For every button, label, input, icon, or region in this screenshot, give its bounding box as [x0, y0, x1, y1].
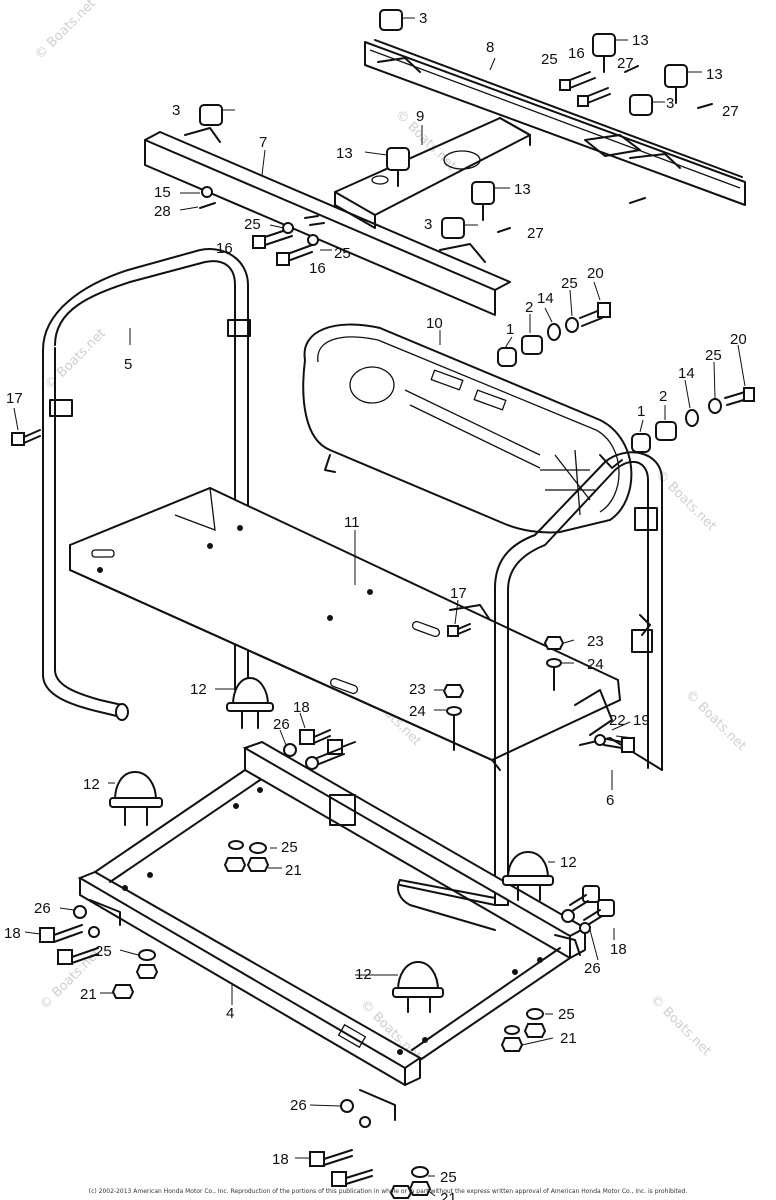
base-plate-11	[69, 486, 622, 771]
callout-25: 25	[95, 943, 112, 960]
callout-22: 22	[609, 712, 626, 729]
callout-3: 3	[172, 102, 180, 119]
callout-28: 28	[154, 203, 171, 220]
fasteners-bottom	[11, 429, 635, 1199]
callout-3: 3	[419, 10, 427, 27]
callout-26: 26	[584, 960, 601, 977]
bottom-frame-4	[77, 740, 588, 1121]
callout-20: 20	[587, 265, 604, 282]
frame-tube-5	[42, 248, 251, 721]
callout-21: 21	[285, 862, 302, 879]
rail-8	[364, 39, 746, 206]
callout-25: 25	[705, 347, 722, 364]
callout-2: 2	[659, 388, 667, 405]
callout-4: 4	[226, 1005, 234, 1022]
callout-26: 26	[290, 1097, 307, 1114]
callout-7: 7	[259, 134, 267, 151]
callout-26: 26	[34, 900, 51, 917]
callout-27: 27	[617, 55, 634, 72]
callout-18: 18	[272, 1151, 289, 1168]
callout-25: 25	[561, 275, 578, 292]
callout-21: 21	[440, 1190, 457, 1200]
callout-9: 9	[416, 108, 424, 125]
callout-18: 18	[293, 699, 310, 716]
callout-labels: 3 3 3 3 8 25 16 13 27 13 27 9 7 13 13 27…	[4, 10, 747, 1200]
callout-17: 17	[450, 585, 467, 602]
callout-27: 27	[527, 225, 544, 242]
callout-5: 5	[124, 356, 132, 373]
fuel-tank-10	[302, 323, 633, 534]
callout-14: 14	[537, 290, 554, 307]
callout-12: 12	[560, 854, 577, 871]
callout-13: 13	[706, 66, 723, 83]
callout-6: 6	[606, 792, 614, 809]
callout-16: 16	[568, 45, 585, 62]
callout-19: 19	[633, 712, 650, 729]
callout-1: 1	[637, 403, 645, 420]
callout-12: 12	[190, 681, 207, 698]
watermark: © Boats.net	[32, 0, 99, 63]
frame-tube-6	[397, 451, 663, 931]
watermark: © Boats.net	[647, 992, 714, 1059]
mount-rubbers-top	[199, 9, 688, 239]
watermark: © Boats.net	[682, 687, 749, 754]
callout-8: 8	[486, 39, 494, 56]
callout-3: 3	[666, 95, 674, 112]
callout-24: 24	[409, 703, 426, 720]
callout-25: 25	[244, 216, 261, 233]
callout-17: 17	[6, 390, 23, 407]
callout-14: 14	[678, 365, 695, 382]
callout-3: 3	[424, 216, 432, 233]
callout-20: 20	[730, 331, 747, 348]
tank-mount-parts	[497, 302, 755, 453]
leader-lines	[13, 17, 746, 1197]
callout-13: 13	[336, 145, 353, 162]
callout-25: 25	[541, 51, 558, 68]
callout-26: 26	[273, 716, 290, 733]
callout-13: 13	[514, 181, 531, 198]
callout-25: 25	[440, 1169, 457, 1186]
callout-24: 24	[587, 656, 604, 673]
callout-10: 10	[426, 315, 443, 332]
callout-21: 21	[560, 1030, 577, 1047]
callout-27: 27	[722, 103, 739, 120]
callout-18: 18	[4, 925, 21, 942]
fasteners-top	[199, 65, 713, 266]
callout-16: 16	[309, 260, 326, 277]
callout-12: 12	[83, 776, 100, 793]
watermark: © Boats.net	[42, 326, 109, 393]
copyright-notice: (c) 2002-2013 American Honda Motor Co., …	[88, 1188, 688, 1195]
vibration-mounts-12	[109, 676, 554, 1013]
callout-23: 23	[409, 681, 426, 698]
callout-11: 11	[344, 514, 360, 531]
callout-25: 25	[558, 1006, 575, 1023]
callout-25: 25	[334, 245, 351, 262]
callout-18: 18	[610, 941, 627, 958]
callout-16: 16	[216, 240, 233, 257]
callout-21: 21	[80, 986, 97, 1003]
mount-plate-9	[334, 117, 531, 229]
callout-13: 13	[632, 32, 649, 49]
callout-12: 12	[355, 966, 372, 983]
rail-7	[144, 127, 511, 316]
callout-1: 1	[506, 321, 514, 338]
callout-2: 2	[525, 299, 533, 316]
callout-15: 15	[154, 184, 171, 201]
callout-23: 23	[587, 633, 604, 650]
callout-25: 25	[281, 839, 298, 856]
